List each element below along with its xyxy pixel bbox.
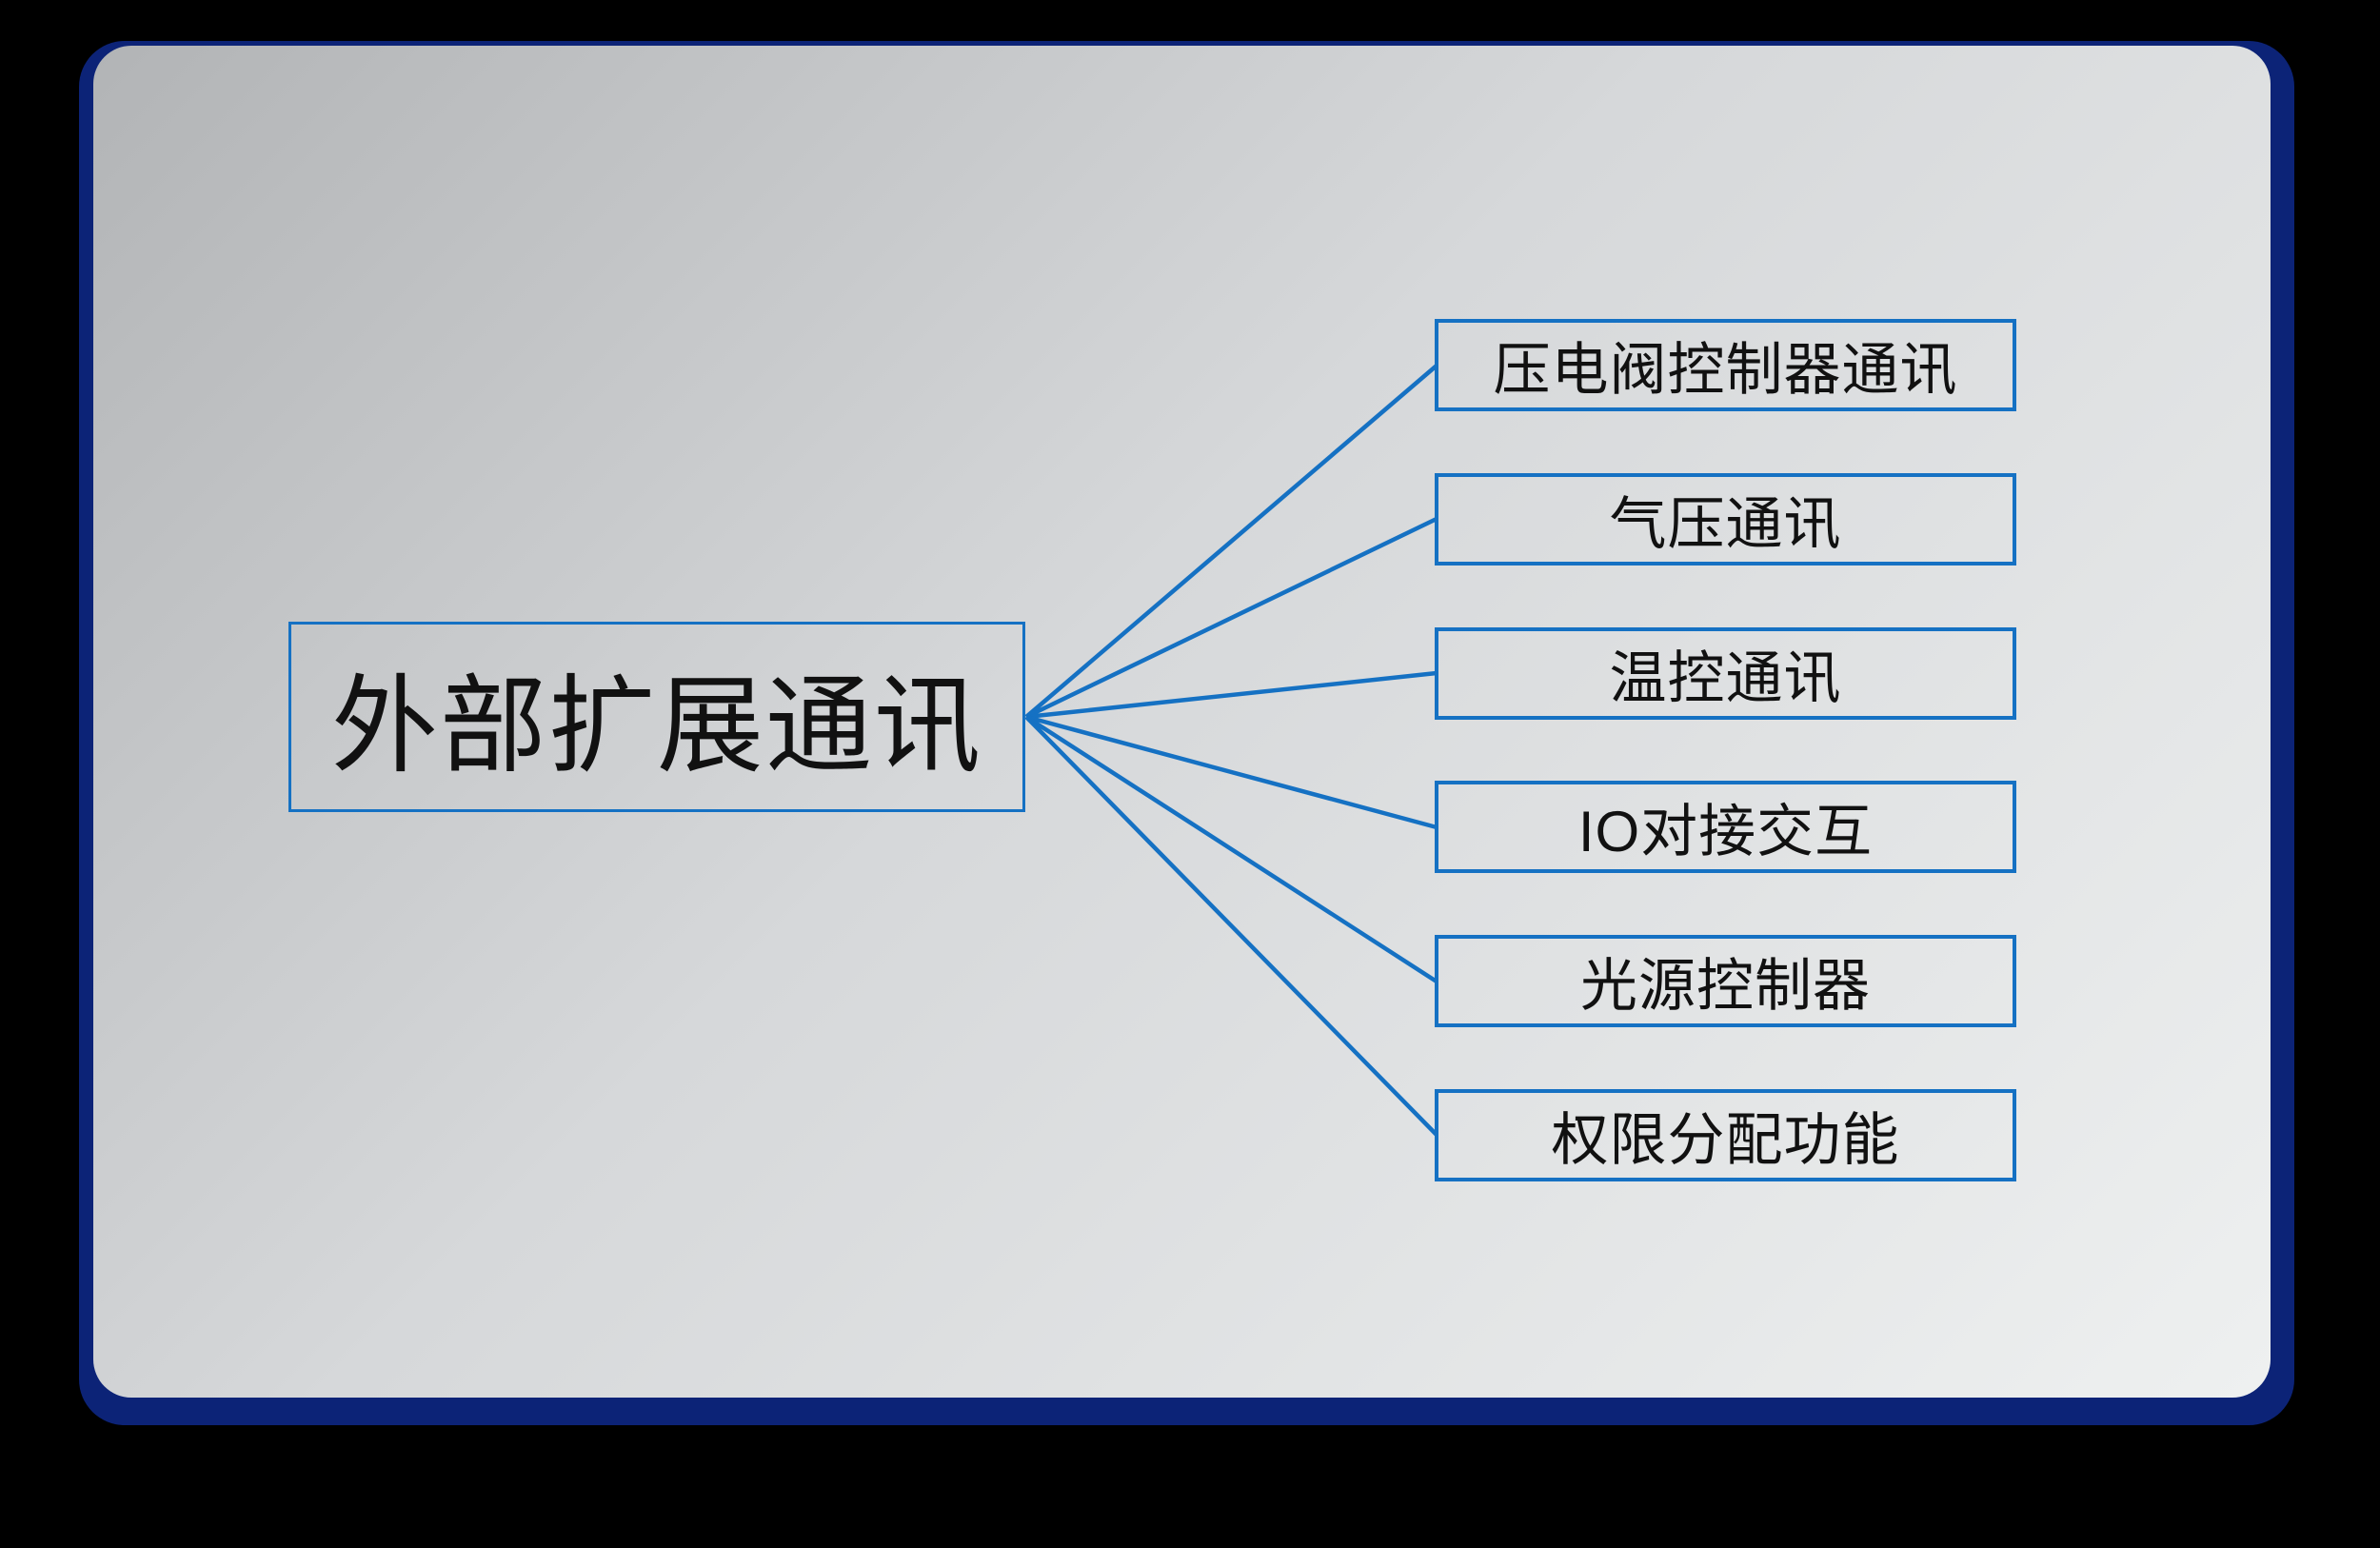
branch-node-label: 光源控制器 — [1580, 954, 1871, 1018]
branch-node-label: 压电阀控制器通讯 — [1493, 338, 1958, 402]
branch-node-label: 温控通讯 — [1609, 646, 1842, 710]
branch-node-piezo-valve-comm[interactable]: 压电阀控制器通讯 — [1435, 319, 2016, 411]
branch-node-label: 权限分配功能 — [1551, 1108, 1900, 1172]
branch-node-label: 气压通讯 — [1609, 492, 1842, 556]
branch-node-label: IO对接交互 — [1577, 800, 1874, 863]
branch-node-temp-control-comm[interactable]: 温控通讯 — [1435, 627, 2016, 720]
branch-node-permission-assignment[interactable]: 权限分配功能 — [1435, 1089, 2016, 1181]
root-node[interactable]: 外部扩展通讯 — [288, 622, 1025, 812]
branch-node-io-interaction[interactable]: IO对接交互 — [1435, 781, 2016, 873]
branch-node-air-pressure-comm[interactable]: 气压通讯 — [1435, 473, 2016, 566]
root-node-label: 外部扩展通讯 — [331, 666, 982, 785]
branch-node-light-source-controller[interactable]: 光源控制器 — [1435, 935, 2016, 1027]
